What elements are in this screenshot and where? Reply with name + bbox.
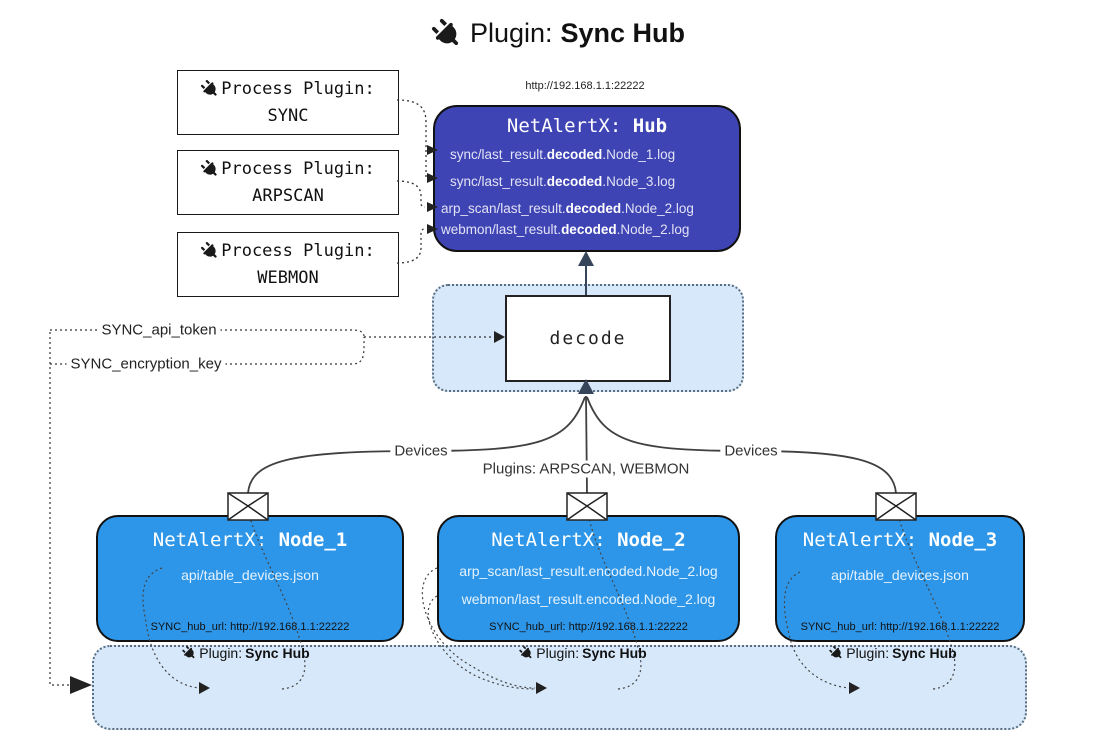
node-title-bold: Node_3	[928, 529, 998, 551]
hub-box: NetAlertX: Hub sync/last_result.decoded.…	[433, 105, 741, 252]
process-plugin-name: SYNC	[267, 105, 309, 126]
env-label-encryption-key: SYNC_encryption_key	[66, 355, 226, 373]
hub-title: NetAlertX: Hub	[435, 115, 739, 137]
plug-icon	[198, 157, 223, 182]
band-inlet-arrow	[70, 676, 92, 694]
decode-box: decode	[505, 295, 671, 382]
process-plugin-box-sync: Process Plugin: SYNC	[177, 70, 399, 135]
plug-icon	[516, 643, 536, 663]
plug-icon	[426, 12, 468, 54]
hub-file-line: sync/last_result.decoded.Node_3.log	[450, 174, 676, 189]
process-plugin-box-arpscan: Process Plugin: ARPSCAN	[177, 150, 399, 215]
sync-hub-band	[92, 645, 1027, 730]
node-file: arp_scan/last_result.encoded.Node_2.log	[459, 563, 718, 579]
hub-title-bold: Hub	[632, 115, 668, 137]
node-file: webmon/last_result.encoded.Node_2.log	[461, 591, 716, 607]
node-box-node3: NetAlertX: Node_3 api/table_devices.json…	[775, 515, 1025, 642]
process-plugin-label: Process Plugin:	[221, 159, 375, 180]
node-file: api/table_devices.json	[831, 567, 969, 583]
hub-file-line: sync/last_result.decoded.Node_1.log	[450, 147, 676, 162]
hub-url: http://192.168.1.1:22222	[525, 80, 645, 92]
node-title-bold: Node_1	[278, 529, 348, 551]
decode-label: decode	[549, 328, 627, 349]
title-bold: Sync Hub	[560, 18, 686, 48]
edge-plugins-to-hub	[396, 99, 427, 264]
hub-up-arrow	[578, 251, 594, 266]
node-title-bold: Node_2	[617, 529, 686, 551]
node-title-prefix: NetAlertX:	[491, 529, 618, 551]
node-box-node2: NetAlertX: Node_2 arp_scan/last_result.e…	[437, 515, 740, 642]
plug-icon	[179, 643, 199, 663]
page-title: Plugin: Sync Hub	[0, 18, 1117, 49]
edge-nodes-to-decode	[247, 395, 897, 494]
band-plugin-label: Plugin: Sync Hub	[516, 643, 647, 663]
node-file: api/table_devices.json	[181, 567, 319, 583]
hub-file-line: arp_scan/last_result.decoded.Node_2.log	[441, 201, 694, 216]
node-title-prefix: NetAlertX:	[152, 529, 279, 551]
node-hub-url: SYNC_hub_url: http://192.168.1.1:22222	[489, 621, 688, 633]
edge-label-plugins: Plugins: ARPSCAN, WEBMON	[478, 460, 694, 478]
title-prefix: Plugin:	[469, 18, 553, 48]
band-plugin-label: Plugin: Sync Hub	[179, 643, 310, 663]
plug-icon	[198, 239, 223, 264]
process-plugin-name: WEBMON	[257, 267, 319, 288]
plug-icon	[198, 77, 223, 102]
node-hub-url: SYNC_hub_url: http://192.168.1.1:22222	[800, 621, 1000, 633]
process-plugin-box-webmon: Process Plugin: WEBMON	[177, 232, 399, 297]
node-box-node1: NetAlertX: Node_1 api/table_devices.json…	[96, 515, 404, 642]
hub-file-line: webmon/last_result.decoded.Node_2.log	[441, 222, 690, 237]
plug-icon	[826, 643, 846, 663]
process-plugin-label: Process Plugin:	[221, 241, 375, 262]
process-plugin-name: ARPSCAN	[252, 185, 324, 206]
node-hub-url: SYNC_hub_url: http://192.168.1.1:22222	[150, 621, 350, 633]
edge-label-devices-left: Devices	[390, 442, 452, 460]
edge-label-devices-right: Devices	[720, 442, 782, 460]
node-title-prefix: NetAlertX:	[802, 529, 929, 551]
env-label-api-token: SYNC_api_token	[97, 321, 221, 339]
process-plugin-label: Process Plugin:	[221, 79, 375, 100]
band-plugin-label: Plugin: Sync Hub	[826, 643, 957, 663]
hub-title-prefix: NetAlertX:	[506, 115, 633, 137]
